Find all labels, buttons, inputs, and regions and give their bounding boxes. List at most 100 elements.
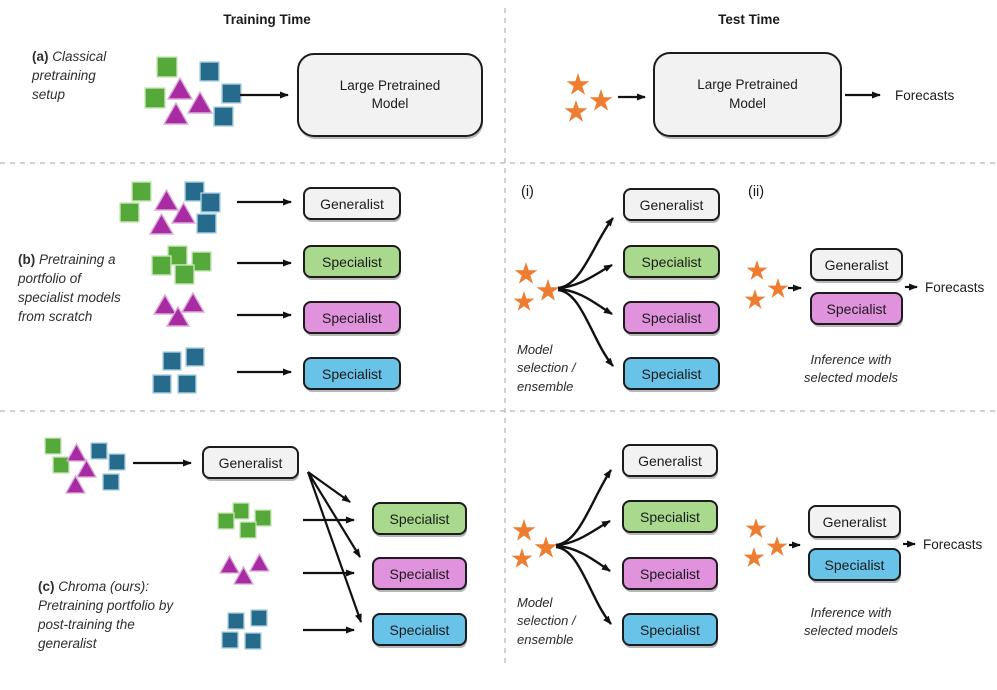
teal-square-icon bbox=[184, 181, 205, 202]
generalist-box-b-select: Generalist bbox=[623, 188, 720, 221]
arrow-c-fan-blue bbox=[555, 545, 612, 625]
green-square-icon bbox=[44, 437, 62, 455]
purple-triangle-icon bbox=[148, 212, 175, 235]
purple-triangle-icon bbox=[170, 201, 197, 224]
orange-star-icon bbox=[564, 100, 588, 122]
cluster-a-mixed bbox=[144, 56, 242, 127]
cluster-c-test-stars-ii bbox=[743, 518, 788, 567]
cluster-b-test-stars-ii bbox=[744, 260, 789, 309]
purple-triangle-icon bbox=[162, 101, 190, 125]
generalist-label: Generalist bbox=[639, 196, 704, 213]
test-time-header: Test Time bbox=[718, 12, 780, 27]
arrow-b-fan-pink bbox=[557, 287, 613, 316]
caption-c-marker: (c) bbox=[38, 579, 55, 594]
teal-square-icon bbox=[227, 612, 245, 630]
forecasts-label-c: Forecasts bbox=[923, 537, 983, 552]
teal-square-icon bbox=[185, 347, 205, 367]
purple-triangle-icon bbox=[152, 293, 178, 315]
green-square-icon bbox=[144, 87, 166, 109]
teal-square-icon bbox=[108, 453, 126, 471]
teal-square-icon bbox=[90, 442, 108, 460]
orange-star-icon bbox=[746, 260, 768, 280]
generalist-box-c-infer: Generalist bbox=[808, 505, 901, 538]
large-pretrained-model-label: Large Pretrained Model bbox=[339, 77, 441, 111]
specialist-label: Specialist bbox=[389, 565, 450, 582]
arrow-b-fan-green bbox=[557, 263, 613, 290]
purple-triangle-icon bbox=[248, 552, 271, 572]
specialist-label: Specialist bbox=[322, 309, 382, 326]
arrow-b-fan-blue bbox=[557, 288, 614, 367]
green-square-icon bbox=[52, 456, 70, 474]
generalist-label: Generalist bbox=[320, 195, 384, 212]
orange-star-icon bbox=[745, 518, 767, 538]
teal-square-icon bbox=[152, 374, 172, 394]
specialist-label: Specialist bbox=[322, 253, 382, 270]
orange-star-icon bbox=[744, 289, 766, 309]
specialist-label: Specialist bbox=[641, 365, 702, 382]
teal-square-icon bbox=[102, 473, 120, 491]
fan-arrows bbox=[555, 217, 614, 625]
cluster-b-blue bbox=[152, 347, 205, 394]
specialist-green-box-b-select: Specialist bbox=[623, 245, 720, 278]
purple-triangle-icon bbox=[180, 291, 206, 313]
green-square-icon bbox=[254, 509, 272, 527]
orange-star-icon bbox=[743, 547, 765, 567]
teal-square-icon bbox=[196, 213, 217, 234]
teal-square-icon bbox=[200, 192, 221, 213]
orange-star-icon bbox=[766, 536, 788, 556]
purple-triangle-icon bbox=[75, 458, 98, 478]
large-pretrained-model-box-test: Large Pretrained Model bbox=[653, 52, 842, 137]
orange-star-icon bbox=[767, 278, 789, 298]
specialist-label: Specialist bbox=[640, 508, 700, 525]
orange-star-icon bbox=[513, 291, 535, 311]
caption-a: (a) Classical pretraining setup bbox=[32, 47, 130, 104]
cluster-c-purple bbox=[218, 552, 271, 585]
orange-star-icon bbox=[512, 519, 536, 541]
green-square-icon bbox=[119, 202, 140, 223]
green-square-icon bbox=[156, 56, 178, 78]
specialist-pink-box-c-train: Specialist bbox=[372, 557, 467, 590]
cluster-b-purple bbox=[152, 291, 206, 327]
specialist-label: Specialist bbox=[641, 253, 702, 270]
generalist-box-c-train: Generalist bbox=[202, 446, 299, 479]
marker-ii: (ii) bbox=[748, 184, 765, 200]
specialist-green-box-c-train: Specialist bbox=[372, 502, 467, 535]
large-pretrained-model-label: Large Pretrained Model bbox=[697, 77, 798, 111]
specialist-label: Specialist bbox=[640, 565, 700, 582]
generalist-box-c-select: Generalist bbox=[622, 444, 718, 477]
teal-square-icon bbox=[162, 351, 182, 371]
specialist-blue-box-b-select: Specialist bbox=[623, 357, 720, 390]
purple-triangle-icon bbox=[64, 474, 87, 494]
specialist-label: Specialist bbox=[641, 309, 702, 326]
arrow-b-fan-generalist bbox=[557, 217, 614, 290]
forecasts-label-b: Forecasts bbox=[925, 280, 985, 295]
caption-c-text: Chroma (ours): Pretraining portfolio by … bbox=[38, 579, 174, 652]
generalist-label: Generalist bbox=[218, 454, 283, 471]
teal-square-icon bbox=[250, 609, 268, 627]
cluster-c-blue bbox=[221, 609, 268, 650]
purple-triangle-icon bbox=[186, 90, 214, 114]
specialist-green-box-b-train: Specialist bbox=[303, 245, 401, 278]
large-pretrained-model-box-train: Large Pretrained Model bbox=[297, 53, 483, 137]
cluster-b-mixed bbox=[119, 181, 221, 235]
orange-star-icon bbox=[566, 73, 590, 95]
specialist-label: Specialist bbox=[322, 365, 382, 382]
teal-square-icon bbox=[221, 631, 239, 649]
green-square-icon bbox=[232, 502, 250, 520]
specialist-pink-box-b-select: Specialist bbox=[623, 301, 720, 334]
green-square-icon bbox=[239, 521, 257, 539]
green-square-icon bbox=[174, 264, 195, 285]
cluster-a-test-stars bbox=[564, 73, 613, 122]
specialist-pink-box-c-select: Specialist bbox=[622, 557, 718, 590]
green-square-icon bbox=[191, 251, 212, 272]
purple-triangle-icon bbox=[153, 188, 180, 211]
grid-separators bbox=[0, 8, 997, 663]
teal-square-icon bbox=[221, 83, 242, 104]
specialist-blue-box-c-infer: Specialist bbox=[808, 548, 901, 581]
teal-square-icon bbox=[244, 632, 262, 650]
specialist-label: Specialist bbox=[824, 556, 885, 573]
cluster-c-mixed bbox=[44, 437, 126, 494]
specialist-label: Specialist bbox=[389, 621, 450, 638]
